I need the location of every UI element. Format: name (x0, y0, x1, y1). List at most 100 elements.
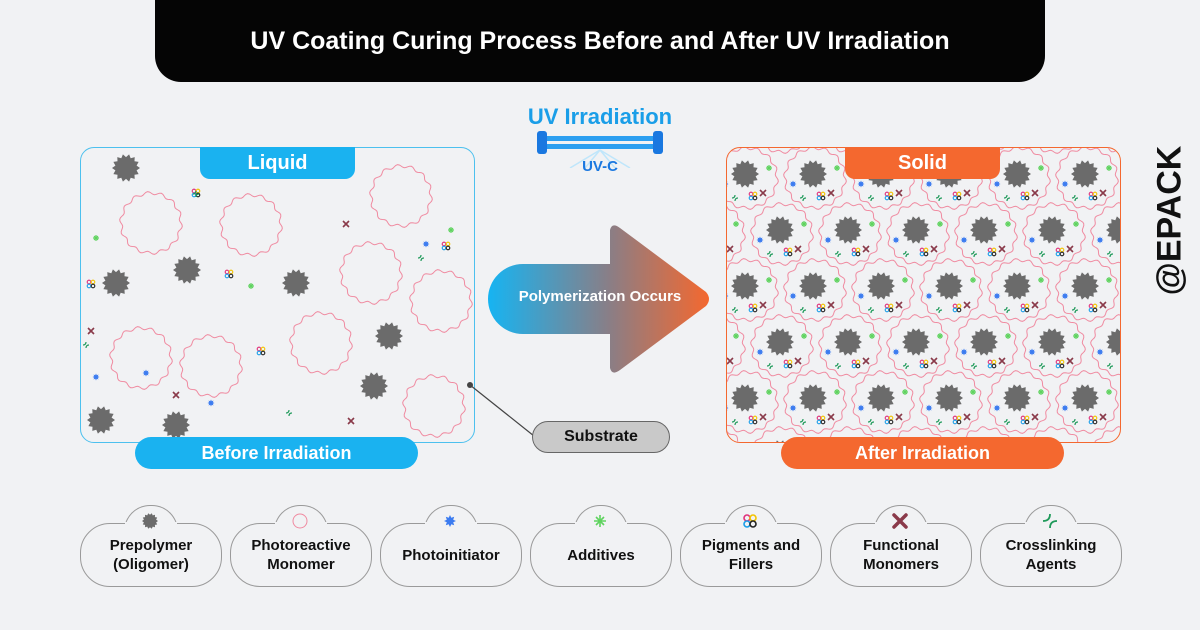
photoinitiator-particle (1061, 292, 1069, 300)
functional-monomer-particle (1099, 301, 1107, 309)
functional-monomer-particle (342, 220, 350, 228)
prepolymer-particle (799, 272, 827, 300)
prepolymer-particle (1038, 328, 1066, 356)
functional-monomer-particle (794, 245, 802, 253)
functional-monomer-particle (895, 301, 903, 309)
pigment-particle (445, 241, 451, 247)
prepolymer-icon (142, 513, 158, 529)
monomer-particle (818, 202, 882, 266)
pigment-particle (90, 283, 96, 289)
legend-item: Photoinitiator (380, 523, 522, 587)
monomer-particle (890, 426, 943, 442)
photoinitiator-particle (824, 236, 832, 244)
pigment-particle (1020, 195, 1026, 201)
prepolymer-particle (1071, 160, 1099, 188)
photoinitiator-particle (1096, 348, 1104, 356)
functional-monomer-particle (862, 357, 870, 365)
monomer-particle (1026, 426, 1079, 442)
pigment-particle (787, 359, 793, 365)
pigment-particle (783, 359, 789, 365)
additive-particle (1038, 389, 1044, 395)
pigment-particle (787, 251, 793, 257)
pigment-particle (1088, 195, 1094, 201)
prepolymer-particle (935, 384, 963, 412)
pigment-particle (952, 191, 958, 197)
monomer-particle (1022, 314, 1086, 378)
pigment-particle (86, 283, 92, 289)
pigment-particle (956, 191, 962, 197)
pigment-particle (888, 307, 894, 313)
monomer-particle (958, 426, 1011, 442)
prepolymer-particle (867, 272, 895, 300)
photoinitiator-particle (727, 405, 729, 411)
pigment-particle (260, 350, 266, 356)
pigment-particle (1024, 419, 1030, 425)
pigment-particle (956, 195, 962, 201)
photoinitiator-particle (789, 404, 797, 412)
photoinitiator-particle (993, 292, 1001, 300)
photoinitiator-particle (993, 180, 1001, 188)
pigment-particle (752, 195, 758, 201)
pigment-particle (256, 346, 262, 352)
crosslink-particle (1003, 194, 1011, 202)
uv-lamp-icon (537, 131, 663, 168)
pigment-particle (787, 247, 793, 253)
photoinitiator-particle (1096, 236, 1104, 244)
prepolymer-particle (142, 513, 158, 529)
page-title: UV Coating Curing Process Before and Aft… (155, 0, 1045, 82)
crosslink-particle (1071, 194, 1079, 202)
prepolymer-particle (1106, 328, 1120, 356)
pigment-particle (1024, 307, 1030, 313)
crosslink-particle (766, 362, 774, 370)
monomer-particle (1094, 426, 1120, 442)
monomer-particle (750, 314, 814, 378)
photoinitiator-particle (142, 369, 150, 377)
prepolymer-particle (731, 272, 759, 300)
crosslink-particle (902, 362, 910, 370)
functional-monomer-particle (930, 245, 938, 253)
monomer-particle (1055, 148, 1119, 210)
photoinitiator-particle (789, 292, 797, 300)
additive-particle (1106, 277, 1112, 283)
functional-monomer-particle (998, 357, 1006, 365)
photoinitiator-particle (1061, 180, 1069, 188)
crosslink-particle (417, 254, 425, 262)
crosslink-particle (731, 194, 739, 202)
pigment-particle (820, 307, 826, 313)
additive-particle (1038, 277, 1044, 283)
functional-monomer-particle (727, 245, 734, 253)
pigment-particle (1024, 303, 1030, 309)
pigment-particle (748, 195, 754, 201)
functional-monomer-particle (895, 189, 903, 197)
prepolymer-particle (970, 328, 998, 356)
crosslink-particle (834, 362, 842, 370)
photoinitiator-icon (444, 515, 456, 527)
functional-monomer-particle (827, 413, 835, 421)
functional-monomer-particle (759, 301, 767, 309)
legend-label: Prepolymer (109, 537, 193, 554)
functional-monomer-particle (1099, 413, 1107, 421)
crosslink-particle (731, 418, 739, 426)
pigment-particle (919, 359, 925, 365)
additive-particle (801, 333, 807, 339)
prepolymer-particle (1116, 440, 1119, 442)
additive-particle (801, 221, 807, 227)
prepolymer-particle (1071, 272, 1099, 300)
additive-particle (970, 277, 976, 283)
additive-particle (970, 389, 976, 395)
pigment-particle (923, 251, 929, 257)
additive-particle (869, 333, 875, 339)
pigment-particle (441, 241, 447, 247)
pigment-particle (987, 359, 993, 365)
pigment-particle (1088, 419, 1094, 425)
crosslink-particle (834, 250, 842, 258)
monomer-particle (750, 202, 814, 266)
photoinitiator-particle (892, 348, 900, 356)
prepolymer-particle (1003, 160, 1031, 188)
monomer-particle (954, 314, 1018, 378)
photoinitiator-particle (207, 399, 215, 407)
liquid-panel (80, 147, 475, 443)
monomer-particle (1055, 258, 1119, 322)
crosslink-icon (1042, 513, 1058, 529)
